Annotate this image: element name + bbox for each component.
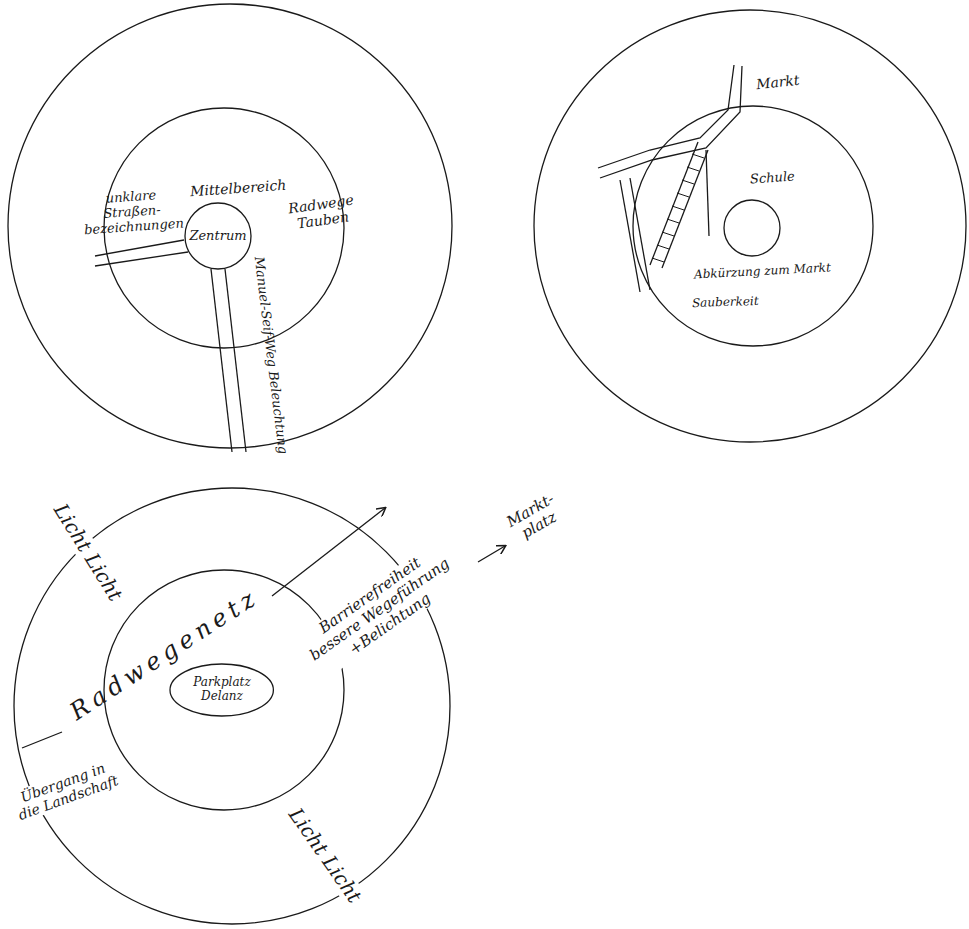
handwritten-note: Radwege Tauben: [284, 191, 360, 233]
outer-ring: [8, 4, 452, 448]
road-line: [620, 180, 640, 292]
handwritten-note: Sauberkeit: [691, 295, 758, 311]
handwritten-note: Markt: [756, 72, 801, 93]
direction-arrow: [478, 546, 505, 562]
road-line: [95, 240, 184, 256]
middle-ring: [633, 106, 873, 346]
road-line: [95, 252, 188, 266]
node-outline-shape: [185, 203, 251, 269]
road-line: [600, 66, 742, 178]
shortcut-hatching: [652, 154, 704, 262]
center-ellipse: Parkplatz Delanz: [169, 663, 274, 717]
handwritten-note: Manuel-Seif-Weg Beleuchtung: [250, 255, 289, 454]
handwritten-note: Licht Licht: [283, 802, 367, 909]
road-line: [598, 65, 734, 168]
node-outline-shape: [170, 664, 273, 716]
node-text: Zentrum: [189, 229, 246, 244]
outer-ring: [14, 488, 450, 924]
direction-arrow: [272, 508, 385, 596]
handwritten-note: Radwegenetz: [65, 584, 264, 727]
road-line: [225, 269, 246, 452]
ring-diagram-2: [534, 10, 966, 442]
handwritten-note: Mittelbereich: [189, 177, 286, 200]
road-line: [211, 269, 232, 452]
handwritten-note: Schule: [749, 169, 795, 187]
handwritten-note: Barrierefreiheit bessere Wegeführung +Be…: [290, 536, 470, 684]
handwritten-note: unklare Straßen- bezeichnungen: [82, 186, 183, 238]
handwritten-note: Licht Licht: [48, 498, 128, 607]
shortcut-edge: [662, 150, 708, 268]
handwritten-note: Übergang in die Landschaft: [4, 755, 127, 826]
center-circle: Zentrum: [184, 202, 252, 270]
shortcut-edge: [650, 142, 698, 265]
dash-stroke: [22, 732, 62, 748]
inner-ring: [724, 200, 780, 256]
handwritten-note: Markt- platz: [500, 488, 569, 548]
ring-diagram-1: [8, 4, 452, 452]
outer-ring: [534, 10, 966, 442]
handwritten-note: Abkürzung zum Markt: [693, 262, 830, 283]
road-line: [706, 150, 709, 236]
node-text: Parkplatz Delanz: [187, 676, 257, 704]
ring-diagram-3: [14, 488, 505, 924]
road-line: [630, 178, 650, 290]
